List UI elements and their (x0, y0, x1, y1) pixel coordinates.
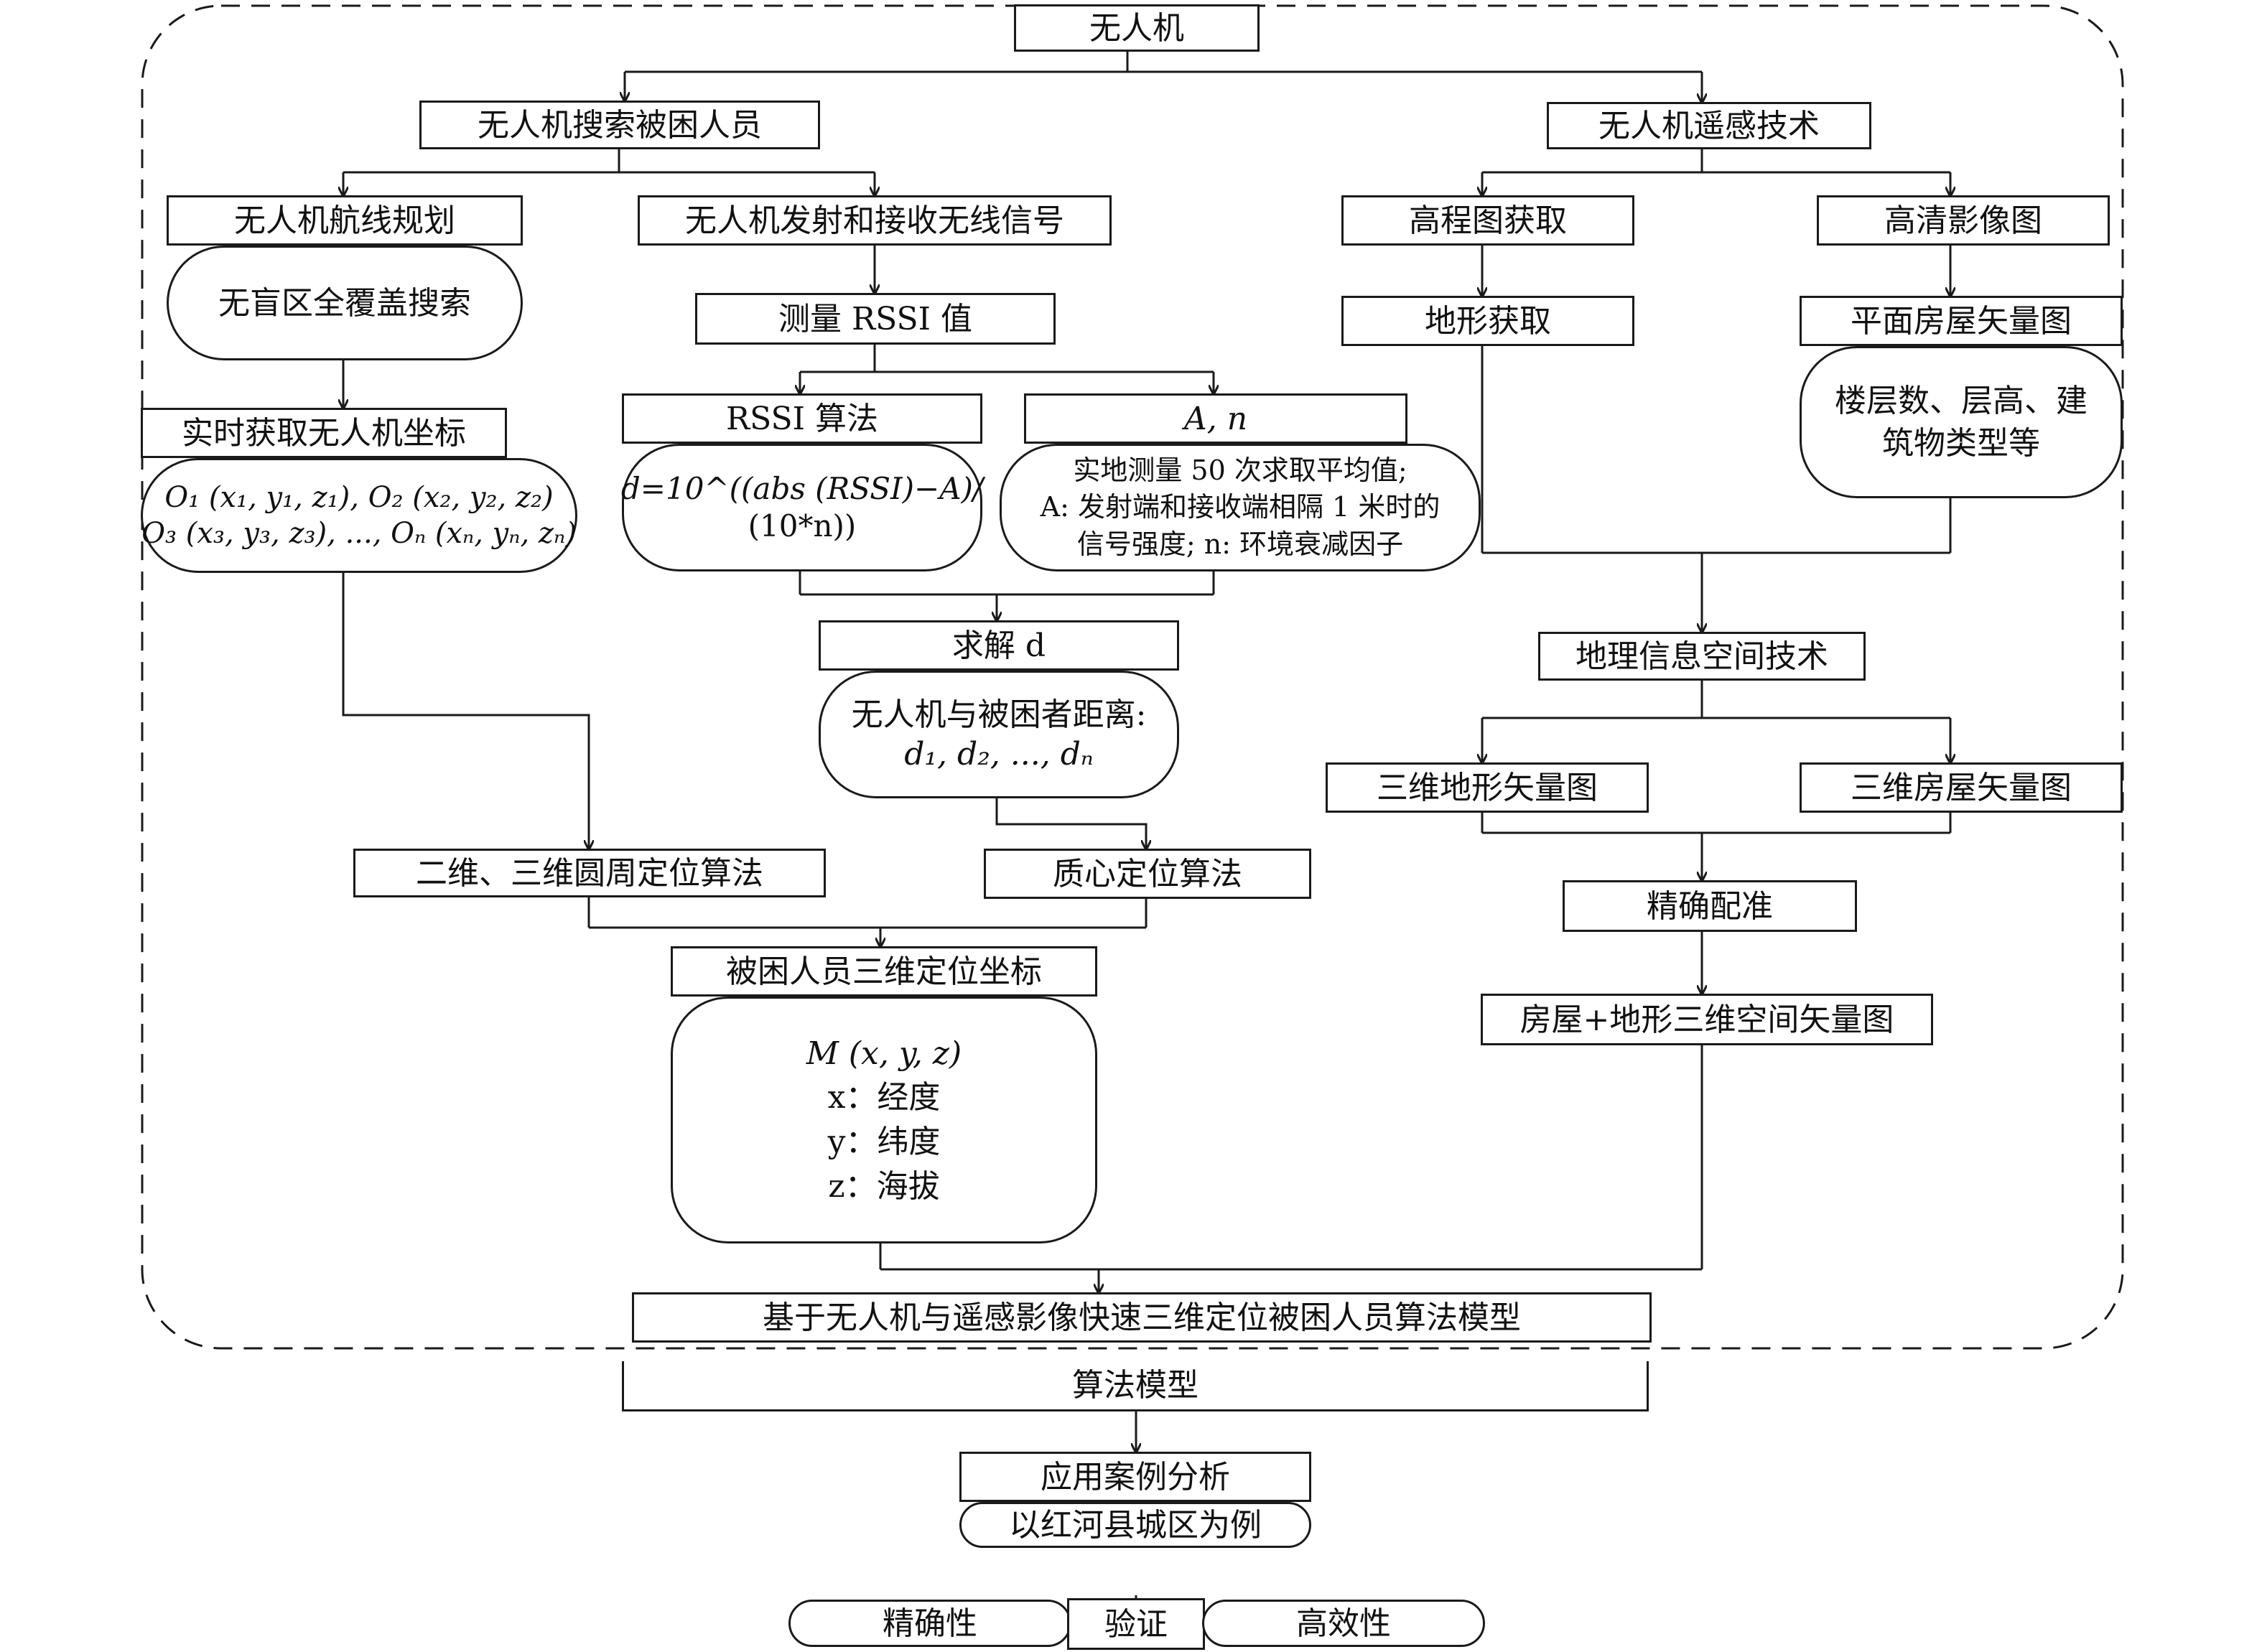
verify-box: 验证 (1067, 1598, 1205, 1650)
coords3d-box: 被困人员三维定位坐标 (671, 946, 1097, 997)
distance-line1: 无人机与被困者距离: (851, 696, 1147, 733)
a-n-box: A, n (1024, 393, 1407, 444)
accuracy-box: 精确性 (788, 1600, 1071, 1647)
uav-coords-line1: O₁ (x₁, y₁, z₁), O₂ (x₂, y₂, z₂) (164, 481, 554, 514)
hd-image-box: 高清影像图 (1817, 195, 2110, 246)
m-coords-box: M (x, y, z) x：经度 y：纬度 z：海拔 (671, 997, 1097, 1243)
house-attr-line1: 楼层数、层高、建 (1835, 382, 2088, 419)
formula-line2: (10*n)) (748, 508, 857, 543)
top-node-uav: 无人机 (1014, 4, 1260, 52)
house-attributes-box: 楼层数、层高、建 筑物类型等 (1800, 346, 2123, 498)
solve-d-box: 求解 d (819, 620, 1179, 671)
terrain-box: 地形获取 (1341, 296, 1634, 346)
m-line2: x：经度 (827, 1079, 941, 1116)
house-vector-box: 平面房屋矢量图 (1800, 296, 2123, 346)
terrain3d-box: 三维地形矢量图 (1326, 762, 1649, 813)
house-attr-line2: 筑物类型等 (1882, 425, 2040, 462)
rssi-formula-box: d=10^((abs (RSSI)−A)/ (10*n)) (620, 444, 984, 571)
uav-coords-box: O₁ (x₁, y₁, z₁), O₂ (x₂, y₂, z₂) O₃ (x₃,… (141, 458, 577, 573)
uav-coords-line2: O₃ (x₃, y₃, z₃), ..., Oₙ (xₙ, yₙ, zₙ) (141, 517, 577, 550)
rssi-measure-box: 测量 RSSI 值 (695, 293, 1056, 345)
m-line3: y：纬度 (827, 1124, 941, 1160)
house3d-box: 三维房屋矢量图 (1800, 762, 2123, 813)
case-analysis-box: 应用案例分析 (959, 1452, 1311, 1502)
a-n-description-box: 实地测量 50 次求取平均值; A: 发射端和接收端相隔 1 米时的 信号强度;… (1000, 444, 1481, 571)
an-line3: 信号强度; n: 环境衰减因子 (1076, 528, 1404, 560)
search-branch-box: 无人机搜索被困人员 (419, 101, 820, 149)
realtime-coords-box: 实时获取无人机坐标 (141, 408, 507, 458)
combined3d-box: 房屋+地形三维空间矢量图 (1481, 994, 1933, 1045)
m-line4: z：海拔 (828, 1167, 940, 1205)
rssi-algo-box: RSSI 算法 (622, 393, 982, 444)
formula-line1: d=10^((abs (RSSI)−A)/ (620, 470, 984, 506)
circle-algo-box: 二维、三维圆周定位算法 (353, 849, 826, 897)
an-line2: A: 发射端和接收端相隔 1 米时的 (1040, 491, 1440, 523)
distance-line2: d₁, d₂, ..., dₙ (904, 736, 1094, 773)
centroid-algo-box: 质心定位算法 (984, 849, 1311, 899)
blind-search-box: 无盲区全覆盖搜索 (167, 246, 523, 360)
route-plan-box: 无人机航线规划 (167, 195, 523, 246)
gis-box: 地理信息空间技术 (1538, 632, 1866, 681)
m-line1: M (x, y, z) (806, 1035, 962, 1072)
registration-box: 精确配准 (1563, 880, 1857, 932)
case-example-box: 以红河县城区为例 (959, 1502, 1311, 1548)
elevation-box: 高程图获取 (1341, 195, 1634, 246)
an-line1: 实地测量 50 次求取平均值; (1073, 454, 1407, 487)
remote-sensing-branch-box: 无人机遥感技术 (1547, 102, 1871, 149)
model-box: 基于无人机与遥感影像快速三维定位被困人员算法模型 (632, 1292, 1652, 1343)
efficiency-box: 高效性 (1202, 1600, 1485, 1647)
distance-box: 无人机与被困者距离: d₁, d₂, ..., dₙ (819, 671, 1179, 798)
signal-box: 无人机发射和接收无线信号 (638, 195, 1112, 246)
algo-model-box: 算法模型 (622, 1361, 1649, 1411)
